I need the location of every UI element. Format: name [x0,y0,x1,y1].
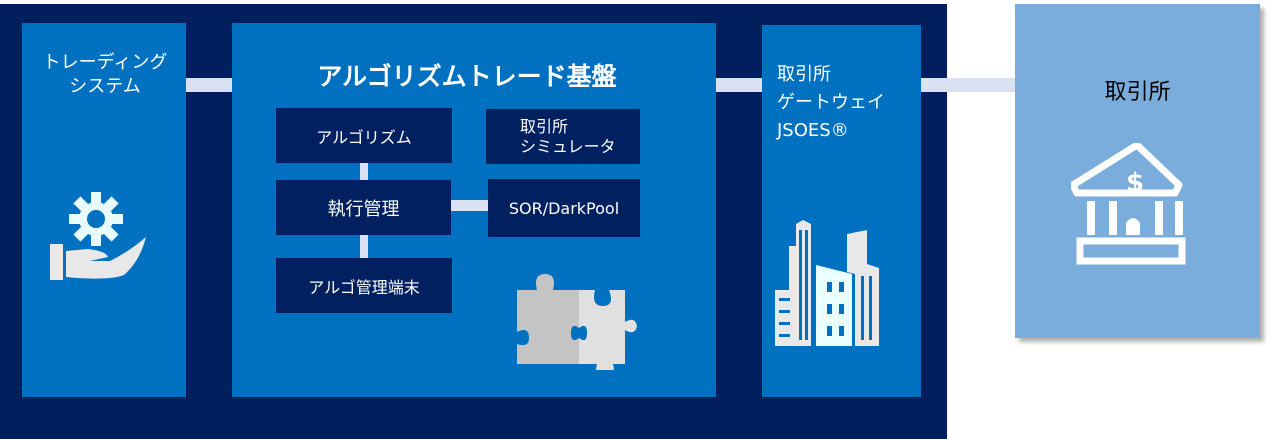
exchange-title: 取引所 [1104,80,1171,105]
algorithm-box: アルゴリズム [276,108,452,163]
puzzle-icon [517,274,637,370]
buildings-icon [775,220,879,346]
gear-hand-icon [50,192,146,280]
connector-exec-terminal [360,235,368,258]
trading-system-label: トレーディング システム [30,51,180,99]
connector-gateway-exchange [921,78,1015,92]
gateway-label: 取引所 ゲートウェイ JSOES® [777,61,885,145]
simulator-line1: 取引所 [520,116,569,136]
sor-darkpool-box: SOR/DarkPool [488,179,640,237]
connector-exec-sor [451,200,488,211]
platform-title: アルゴリズムトレード基盤 [317,62,617,91]
trading-system-panel: トレーディング システム [22,23,186,397]
simulator-line2: シミュレータ [520,136,616,156]
execution-management-box: 執行管理 [276,180,451,235]
gateway-label-line2: ゲートウェイ [777,92,885,113]
connector-algo-exec [360,163,368,180]
trading-system-label-line2: システム [69,76,141,97]
exchange-simulator-box: 取引所 シミュレータ [486,109,640,164]
exchange-gateway-panel: 取引所 ゲートウェイ JSOES® [762,25,921,397]
algo-terminal-box: アルゴ管理端末 [276,258,452,313]
connector-trading-platform [186,78,232,92]
algo-platform-panel: アルゴリズムトレード基盤 アルゴリズム 取引所 シミュレータ 執行管理 SOR/… [232,23,716,397]
trading-system-label-line1: トレーディング [42,52,168,73]
svg-text:$: $ [1126,168,1144,198]
gateway-label-line3: JSOES® [777,120,849,141]
gateway-label-line1: 取引所 [777,64,831,85]
exchange-panel: 取引所 $ [1015,4,1260,338]
connector-platform-gateway [716,78,762,92]
bank-icon: $ [1071,143,1186,265]
